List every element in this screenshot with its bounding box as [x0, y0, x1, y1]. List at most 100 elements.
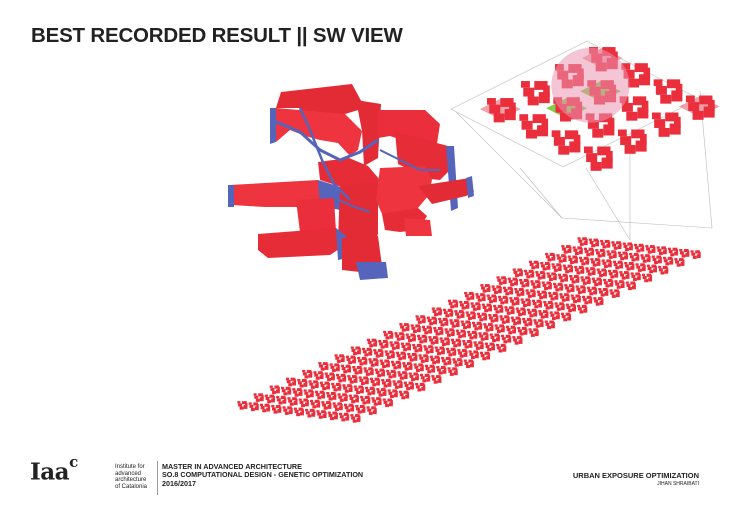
variant-model [308, 380, 319, 389]
variant-model [530, 280, 541, 289]
variant-model [579, 256, 590, 266]
variant-model [298, 398, 309, 408]
variant-model [504, 306, 515, 315]
variant-model [484, 342, 495, 352]
variant-model [479, 351, 491, 361]
variant-model [350, 346, 361, 356]
variant-model [302, 369, 313, 379]
variant-model [588, 238, 599, 248]
variant-model [467, 330, 478, 340]
variant-model [580, 276, 591, 285]
variant-model [397, 371, 408, 380]
variant-model [502, 286, 514, 296]
variant-model [629, 252, 640, 262]
variant-model [342, 384, 353, 393]
program-info: MASTER IN ADVANCED ARCHITECTURE SO.8 COM… [162, 462, 363, 488]
variant-model [582, 295, 593, 305]
variant-model [600, 239, 611, 249]
variant-model [365, 386, 376, 396]
variant-model [617, 129, 647, 154]
variant-model [548, 291, 559, 301]
variant-model [486, 294, 497, 304]
variant-model [343, 403, 355, 413]
variant-model [468, 350, 479, 359]
variant-model [431, 375, 442, 384]
variant-model [457, 349, 468, 358]
variant-model [598, 288, 609, 297]
variant-model [489, 333, 500, 343]
variant-model [276, 395, 287, 405]
variant-model [329, 363, 340, 372]
variant-model [531, 299, 543, 309]
variant-model [405, 333, 416, 343]
footer: Iaac Institute for advanced architecture… [0, 453, 730, 515]
variant-model [575, 285, 586, 294]
variant-model [386, 369, 397, 379]
variant-model [358, 376, 369, 385]
variant-model [549, 311, 560, 320]
variant-model [444, 328, 455, 337]
variant-model [398, 390, 410, 400]
variant-model [429, 355, 440, 365]
best-result-model [228, 84, 474, 280]
variant-model [353, 385, 364, 395]
variant-model [248, 402, 259, 411]
variant-model [433, 327, 444, 336]
variant-model [496, 276, 507, 285]
variant-model [441, 356, 452, 366]
variant-model [381, 379, 392, 388]
variant-model [525, 289, 536, 298]
variant-model [392, 380, 403, 389]
variant-model [498, 295, 509, 305]
variant-model [645, 245, 656, 254]
variant-model [391, 360, 402, 370]
variant-model [264, 394, 275, 404]
project-author: JIHAN SHRAIBATI [657, 481, 699, 487]
variant-model [656, 246, 667, 255]
variant-model [538, 310, 549, 319]
variant-model [557, 273, 569, 283]
variant-model [475, 293, 486, 302]
variant-model [434, 346, 445, 356]
variant-model [564, 284, 575, 293]
variant-model [363, 367, 374, 376]
variant-model [596, 268, 607, 278]
variant-model [378, 340, 389, 349]
variant-model [658, 265, 669, 275]
variant-model [608, 269, 619, 279]
variant-model [366, 338, 378, 348]
variant-model [316, 410, 327, 419]
variant-model [455, 329, 466, 339]
variant-model [667, 247, 679, 257]
variant-model [569, 275, 580, 284]
variant-model [536, 290, 547, 300]
variant-model [460, 320, 471, 330]
variant-model [510, 316, 521, 326]
variant-model [336, 373, 347, 383]
variant-model [674, 258, 685, 267]
variant-model [551, 263, 562, 272]
variant-model [544, 320, 555, 330]
variant-model [494, 324, 505, 333]
variants-field [237, 237, 701, 423]
variant-model [410, 324, 421, 333]
variant-model [601, 259, 612, 268]
variant-model [347, 375, 358, 384]
variant-model [501, 334, 512, 344]
variant-model [449, 319, 460, 328]
variant-model [540, 262, 551, 271]
variant-model [384, 350, 395, 359]
variant-model [360, 395, 371, 405]
variant-model [520, 298, 531, 307]
variant-model [415, 315, 426, 324]
variant-model [436, 366, 447, 375]
variant-model [585, 267, 596, 276]
variant-model [326, 392, 337, 401]
variant-model [630, 272, 641, 281]
variant-model [595, 249, 606, 258]
variant-model [487, 98, 516, 123]
variant-model [641, 273, 653, 283]
variant-model [561, 245, 572, 254]
project-title: URBAN EXPOSURE OPTIMIZATION [572, 471, 699, 480]
